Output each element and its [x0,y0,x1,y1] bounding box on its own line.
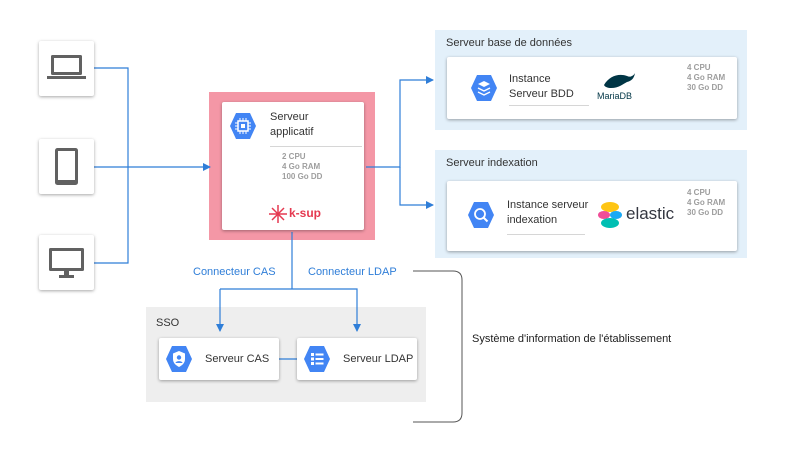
cloud-sql-icon [471,75,497,101]
db-instance-spec-cpu: 4 CPU [687,63,711,72]
db-instance-label-line1: Instance [509,73,551,85]
cas-server-card: Serveur CAS [159,338,279,380]
app-server-spec-cpu: 2 CPU [282,152,306,161]
ksup-logo-text: k-sup [289,206,322,220]
cas-connector-label: Connecteur CAS [193,266,276,278]
db-link [366,76,434,168]
elastic-logo-text: elastic [626,204,675,223]
app-server-spec-disk: 100 Go DD [282,172,323,181]
db-instance-divider [509,105,589,106]
search-instance-icon [468,202,494,228]
index-instance-spec-ram: 4 Go RAM [687,198,726,207]
ldap-server-card: Serveur LDAP [297,338,417,380]
sso-zone-title: SSO [156,317,180,329]
index-zone-title: Serveur indexation [446,157,538,169]
ksup-logo-icon [269,205,287,223]
ldap-server-label: Serveur LDAP [343,353,414,365]
index-instance-card: Instance serveur indexation elastic 4 CP… [447,181,737,251]
app-server-label-line2: applicatif [270,126,314,138]
index-instance-spec-disk: 30 Go DD [687,208,724,217]
tablet-device [39,139,94,194]
tablet-icon [55,148,78,185]
user-shield-icon [166,346,192,372]
app-server-spec-ram: 4 Go RAM [282,162,321,171]
laptop-link [94,67,129,167]
monitor-device [39,235,94,290]
monitor-link [94,167,129,264]
app-server-divider [270,146,362,147]
index-instance-label-line2: indexation [507,214,558,226]
app-server-card: Serveur applicatif 2 CPU 4 Go RAM 100 Go… [222,102,364,230]
db-instance-card: Instance Serveur BDD MariaDB 4 CPU 4 Go … [447,57,737,119]
app-server-label-line1: Serveur [270,111,309,123]
monitor-icon [49,248,84,278]
information-system-label: Système d'information de l'établissement [472,333,672,345]
db-zone-title: Serveur base de données [446,37,572,49]
mariadb-seal-icon [604,73,635,88]
ldap-connector-label: Connecteur LDAP [308,266,397,278]
elastic-logo-icon [598,202,622,228]
compute-engine-icon [230,113,256,139]
laptop-icon [47,55,86,79]
directory-list-icon [304,346,330,372]
index-instance-label-line1: Instance serveur [507,199,589,211]
ldap-link [220,288,361,332]
index-link [399,167,434,209]
db-instance-spec-ram: 4 Go RAM [687,73,726,82]
index-instance-spec-cpu: 4 CPU [687,188,711,197]
db-instance-spec-disk: 30 Go DD [687,83,724,92]
mariadb-logo-text: MariaDB [597,91,633,101]
index-instance-divider [507,234,585,235]
cas-server-label: Serveur CAS [205,353,270,365]
laptop-device [39,41,94,96]
bracket [413,270,463,423]
db-instance-label-line2: Serveur BDD [509,88,574,100]
